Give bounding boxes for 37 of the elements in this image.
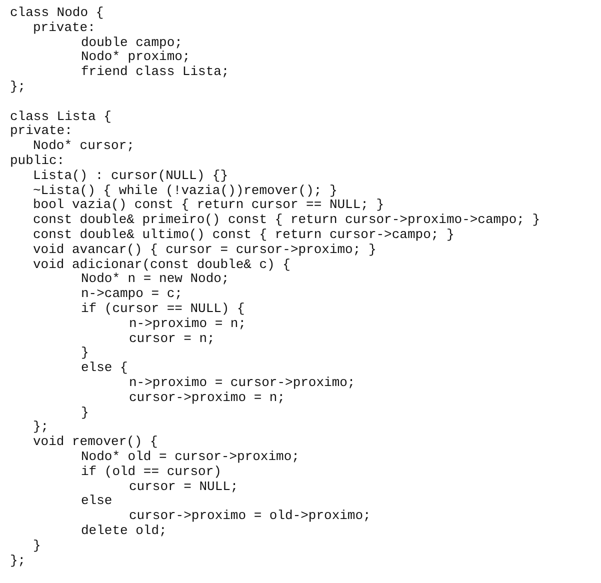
- code-line: bool vazia() const { return cursor == NULL; }: [33, 197, 384, 212]
- code-line: cursor->proximo = old->proximo;: [129, 508, 371, 524]
- code-line: if (cursor == NULL) {: [81, 301, 245, 316]
- code-line: class Lista {: [10, 108, 112, 124]
- code-line: Nodo* n = new Nodo;: [81, 271, 230, 286]
- code-line: n->proximo = n;: [129, 316, 246, 331]
- code-line: };: [10, 552, 26, 568]
- code-line: else {: [81, 360, 128, 376]
- code-line: double campo;: [81, 34, 182, 50]
- code-line: const double& primeiro() const { return cursor->proximo->campo; }: [33, 212, 540, 228]
- code-line: class Nodo {: [10, 5, 104, 20]
- code-line: if (old == cursor): [81, 464, 222, 479]
- code-line: ~Lista() { while (!vazia())remover(); }: [33, 182, 338, 198]
- code-line: n->campo = c;: [81, 286, 182, 302]
- code-line: public:: [10, 153, 65, 168]
- code-line: void avancar() { cursor = cursor->proximo; }: [33, 242, 376, 257]
- code-line: private:: [33, 20, 96, 35]
- code-line: }: [81, 345, 89, 360]
- code-line: cursor = n;: [129, 330, 215, 346]
- code-line: Nodo* cursor;: [33, 138, 134, 154]
- code-line: };: [33, 419, 49, 434]
- code-line: friend class Lista;: [81, 64, 230, 80]
- code-line: const double& ultimo() const { return cursor->campo; }: [33, 227, 454, 242]
- code-line: Lista() : cursor(NULL) {}: [33, 168, 228, 183]
- code-line: }: [81, 404, 89, 420]
- code-line: void adicionar(const double& c) {: [33, 256, 290, 272]
- code-line: }: [33, 538, 41, 553]
- code-line: Nodo* proximo;: [81, 49, 190, 64]
- code-line: cursor->proximo = n;: [129, 390, 286, 405]
- code-line: n->proximo = cursor->proximo;: [129, 375, 356, 390]
- code-line: else: [81, 493, 112, 508]
- code-line: void remover() {: [33, 434, 158, 450]
- code-line: delete old;: [81, 523, 167, 538]
- code-line: Nodo* old = cursor->proximo;: [81, 449, 300, 464]
- code-line: private:: [10, 123, 72, 138]
- code-line: cursor = NULL;: [129, 478, 238, 494]
- code-line: };: [10, 79, 26, 94]
